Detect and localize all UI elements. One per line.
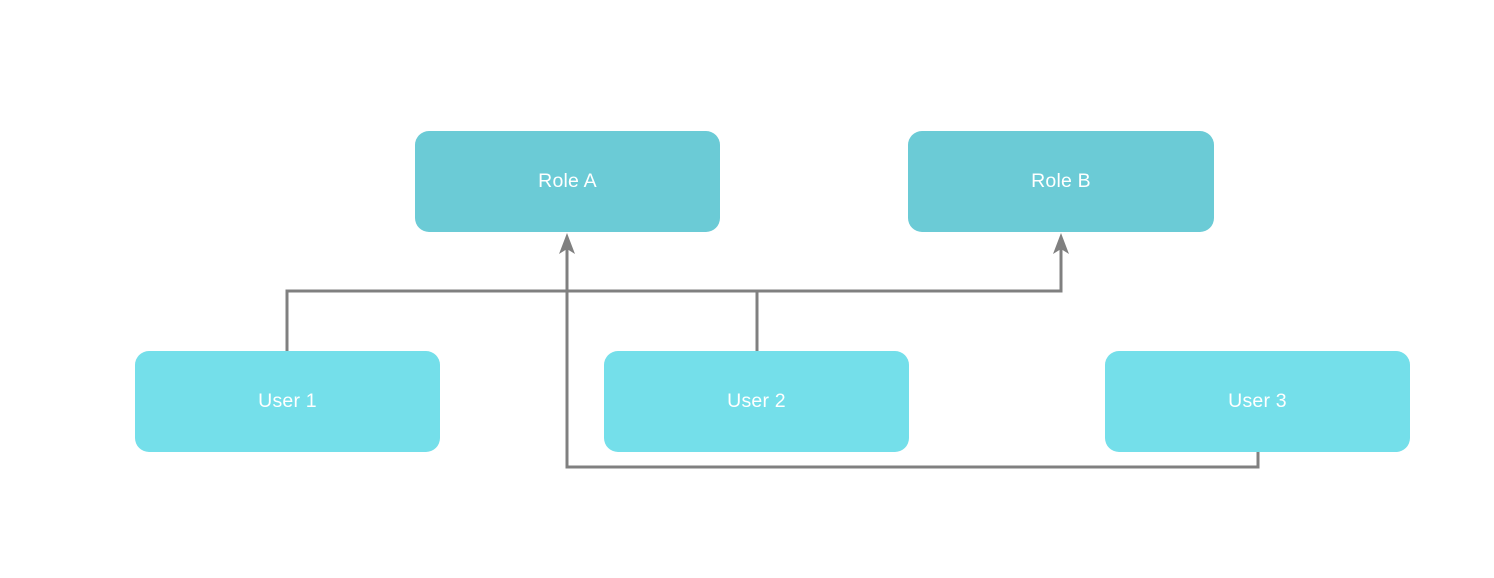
node-user-3[interactable]: User 3 bbox=[1105, 351, 1410, 452]
node-role-b-label: Role B bbox=[1031, 169, 1091, 192]
node-user-3-label: User 3 bbox=[1228, 389, 1287, 412]
node-user-2[interactable]: User 2 bbox=[604, 351, 909, 452]
arrowhead-icon bbox=[1053, 233, 1069, 254]
node-user-1-label: User 1 bbox=[258, 389, 317, 412]
node-user-1[interactable]: User 1 bbox=[135, 351, 440, 452]
node-user-2-label: User 2 bbox=[727, 389, 786, 412]
node-role-a-label: Role A bbox=[538, 169, 597, 192]
node-role-b[interactable]: Role B bbox=[908, 131, 1214, 232]
edge-user1-to-roleb[interactable] bbox=[285, 233, 1069, 351]
arrowhead-icon bbox=[559, 233, 575, 254]
node-role-a[interactable]: Role A bbox=[415, 131, 720, 232]
edge-path bbox=[285, 248, 1063, 351]
